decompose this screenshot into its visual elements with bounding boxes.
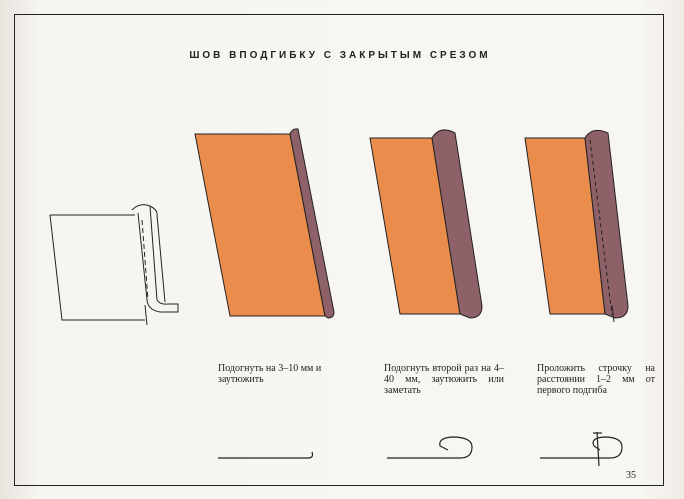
page-number: 35 bbox=[626, 470, 636, 481]
overview-fold-outline bbox=[131, 204, 179, 313]
step3-caption: Проложить строчку на расстоянии 1–2 мм о… bbox=[537, 363, 655, 396]
step1-fabric bbox=[194, 133, 326, 317]
section2-profile bbox=[387, 436, 473, 459]
step3-needle-mark bbox=[611, 304, 615, 323]
page-title: ШОВ ВПОДГИБКУ С ЗАКРЫТЫМ СРЕЗОМ bbox=[189, 50, 491, 61]
overview-needle-mark bbox=[144, 304, 148, 326]
step2-fold bbox=[431, 129, 483, 319]
step1-fold bbox=[289, 128, 335, 319]
page-frame bbox=[14, 14, 664, 486]
step2-caption: Подогнуть второй раз на 4–40 мм, заутюжи… bbox=[384, 363, 504, 396]
step3-illustration bbox=[524, 129, 629, 323]
step3-fold bbox=[584, 129, 629, 319]
section3-profile bbox=[540, 436, 623, 459]
overview-fold-edge bbox=[149, 205, 166, 303]
step2-illustration bbox=[369, 129, 483, 319]
overview-drawing bbox=[49, 204, 179, 326]
step1-caption: Подогнуть на 3–10 мм и заутюжить bbox=[218, 363, 322, 385]
overview-fabric-outline bbox=[49, 214, 145, 321]
section3-needle bbox=[596, 431, 600, 467]
step1-illustration bbox=[194, 128, 335, 319]
overview-stitch-line bbox=[141, 219, 149, 301]
section1-profile bbox=[218, 451, 314, 459]
step3-stitch-line bbox=[589, 139, 613, 316]
